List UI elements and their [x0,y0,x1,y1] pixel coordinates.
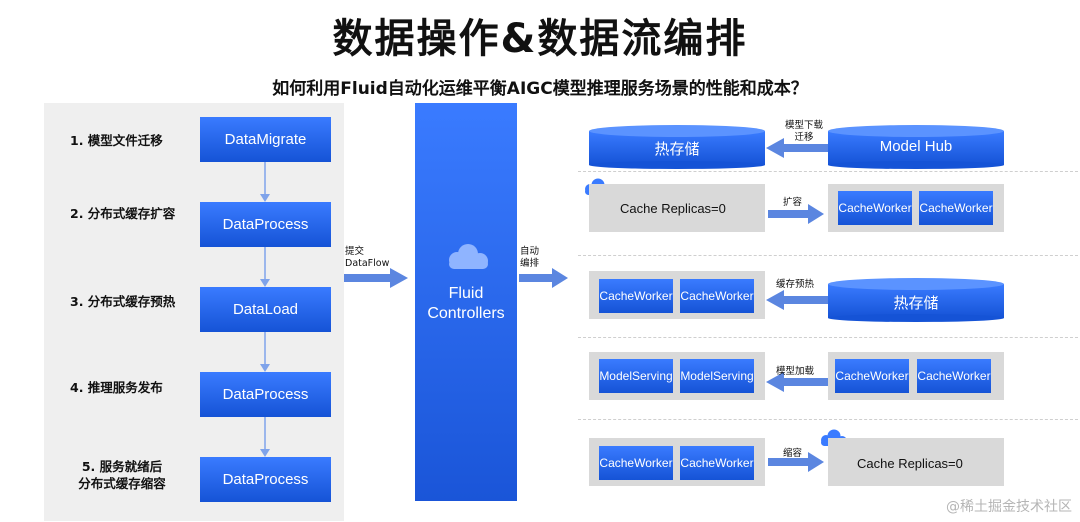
fluid-controllers-text: Fluid Controllers [415,284,517,324]
auto-label-line1: 自动 [520,246,540,257]
step-3-label: 3. 分布式缓存预热 [70,294,176,309]
auto-label: 自动 编排 [520,246,539,270]
model-load-label: 模型加载 [776,366,815,377]
scale-down-arrow [768,452,824,472]
row-divider-3 [578,337,1078,338]
dataload-box: DataLoad [200,287,331,332]
step-5-label: 5. 服务就绪后 分布式缓存缩容 [60,458,184,492]
fluid-controllers-box [415,103,517,501]
scale-up-arrow [768,204,824,224]
page-subtitle: 如何利用Fluid自动化运维平衡AIGC模型推理服务场景的性能和成本？ [272,79,808,99]
download-label-line1: 模型下载 [784,120,823,131]
row-divider-1 [578,171,1078,172]
row-divider-2 [578,255,1078,256]
dataprocess-box-2: DataProcess [200,372,331,417]
scale-down-label: 缩容 [783,448,803,459]
row-divider-4 [578,419,1078,420]
scale-up-label: 扩容 [783,197,803,208]
dataprocess-box-3: DataProcess [200,457,331,502]
page-title: 数据操作&数据流编排 [332,16,748,62]
step-4-label: 4. 推理服务发布 [70,380,163,395]
submit-label: 提交 DataFlow [345,246,389,270]
submit-arrow [344,268,408,288]
auto-arrow [519,268,568,288]
step-5-label-line1: 5. 服务就绪后 [81,459,163,474]
cloud-icon [449,244,488,269]
submit-label-line2: DataFlow [345,258,390,269]
step-2-label: 2. 分布式缓存扩容 [70,206,176,221]
load-arrow [766,372,830,392]
warmup-label: 缓存预热 [776,279,815,290]
cache-replicas-zero-box [589,184,765,232]
auto-label-line2: 编排 [520,258,540,269]
hot-storage-cylinder-2 [828,278,1004,322]
dataprocess-box-1: DataProcess [200,202,331,247]
hot-storage-label-1: 热存储 [654,141,700,158]
model-hub-label: Model Hub [879,138,953,155]
controller-line1: Fluid [448,285,484,302]
step-1-label: 1. 模型文件迁移 [70,133,163,148]
model-hub-cylinder [828,125,1004,169]
download-migrate-label: 模型下载 迁移 [778,120,830,144]
warmup-arrow [766,290,830,310]
download-arrow [766,138,830,158]
submit-label-line1: 提交 [345,246,365,257]
cache-replicas-zero-text: Cache Replicas=0 [620,201,726,216]
datamigrate-box: DataMigrate [200,117,331,162]
cache-replicas-zero-box [828,438,1004,486]
download-label-line2: 迁移 [794,132,814,143]
watermark: @稀土掘金技术社区 [946,499,1072,515]
hot-storage-cylinder-1 [589,125,765,169]
hot-storage-label-2: 热存储 [893,295,939,312]
step-arrows [260,162,270,457]
step-5-label-line2: 分布式缓存缩容 [78,476,166,491]
cache-replicas-zero-text: Cache Replicas=0 [857,456,963,471]
controller-line2: Controllers [427,305,505,322]
